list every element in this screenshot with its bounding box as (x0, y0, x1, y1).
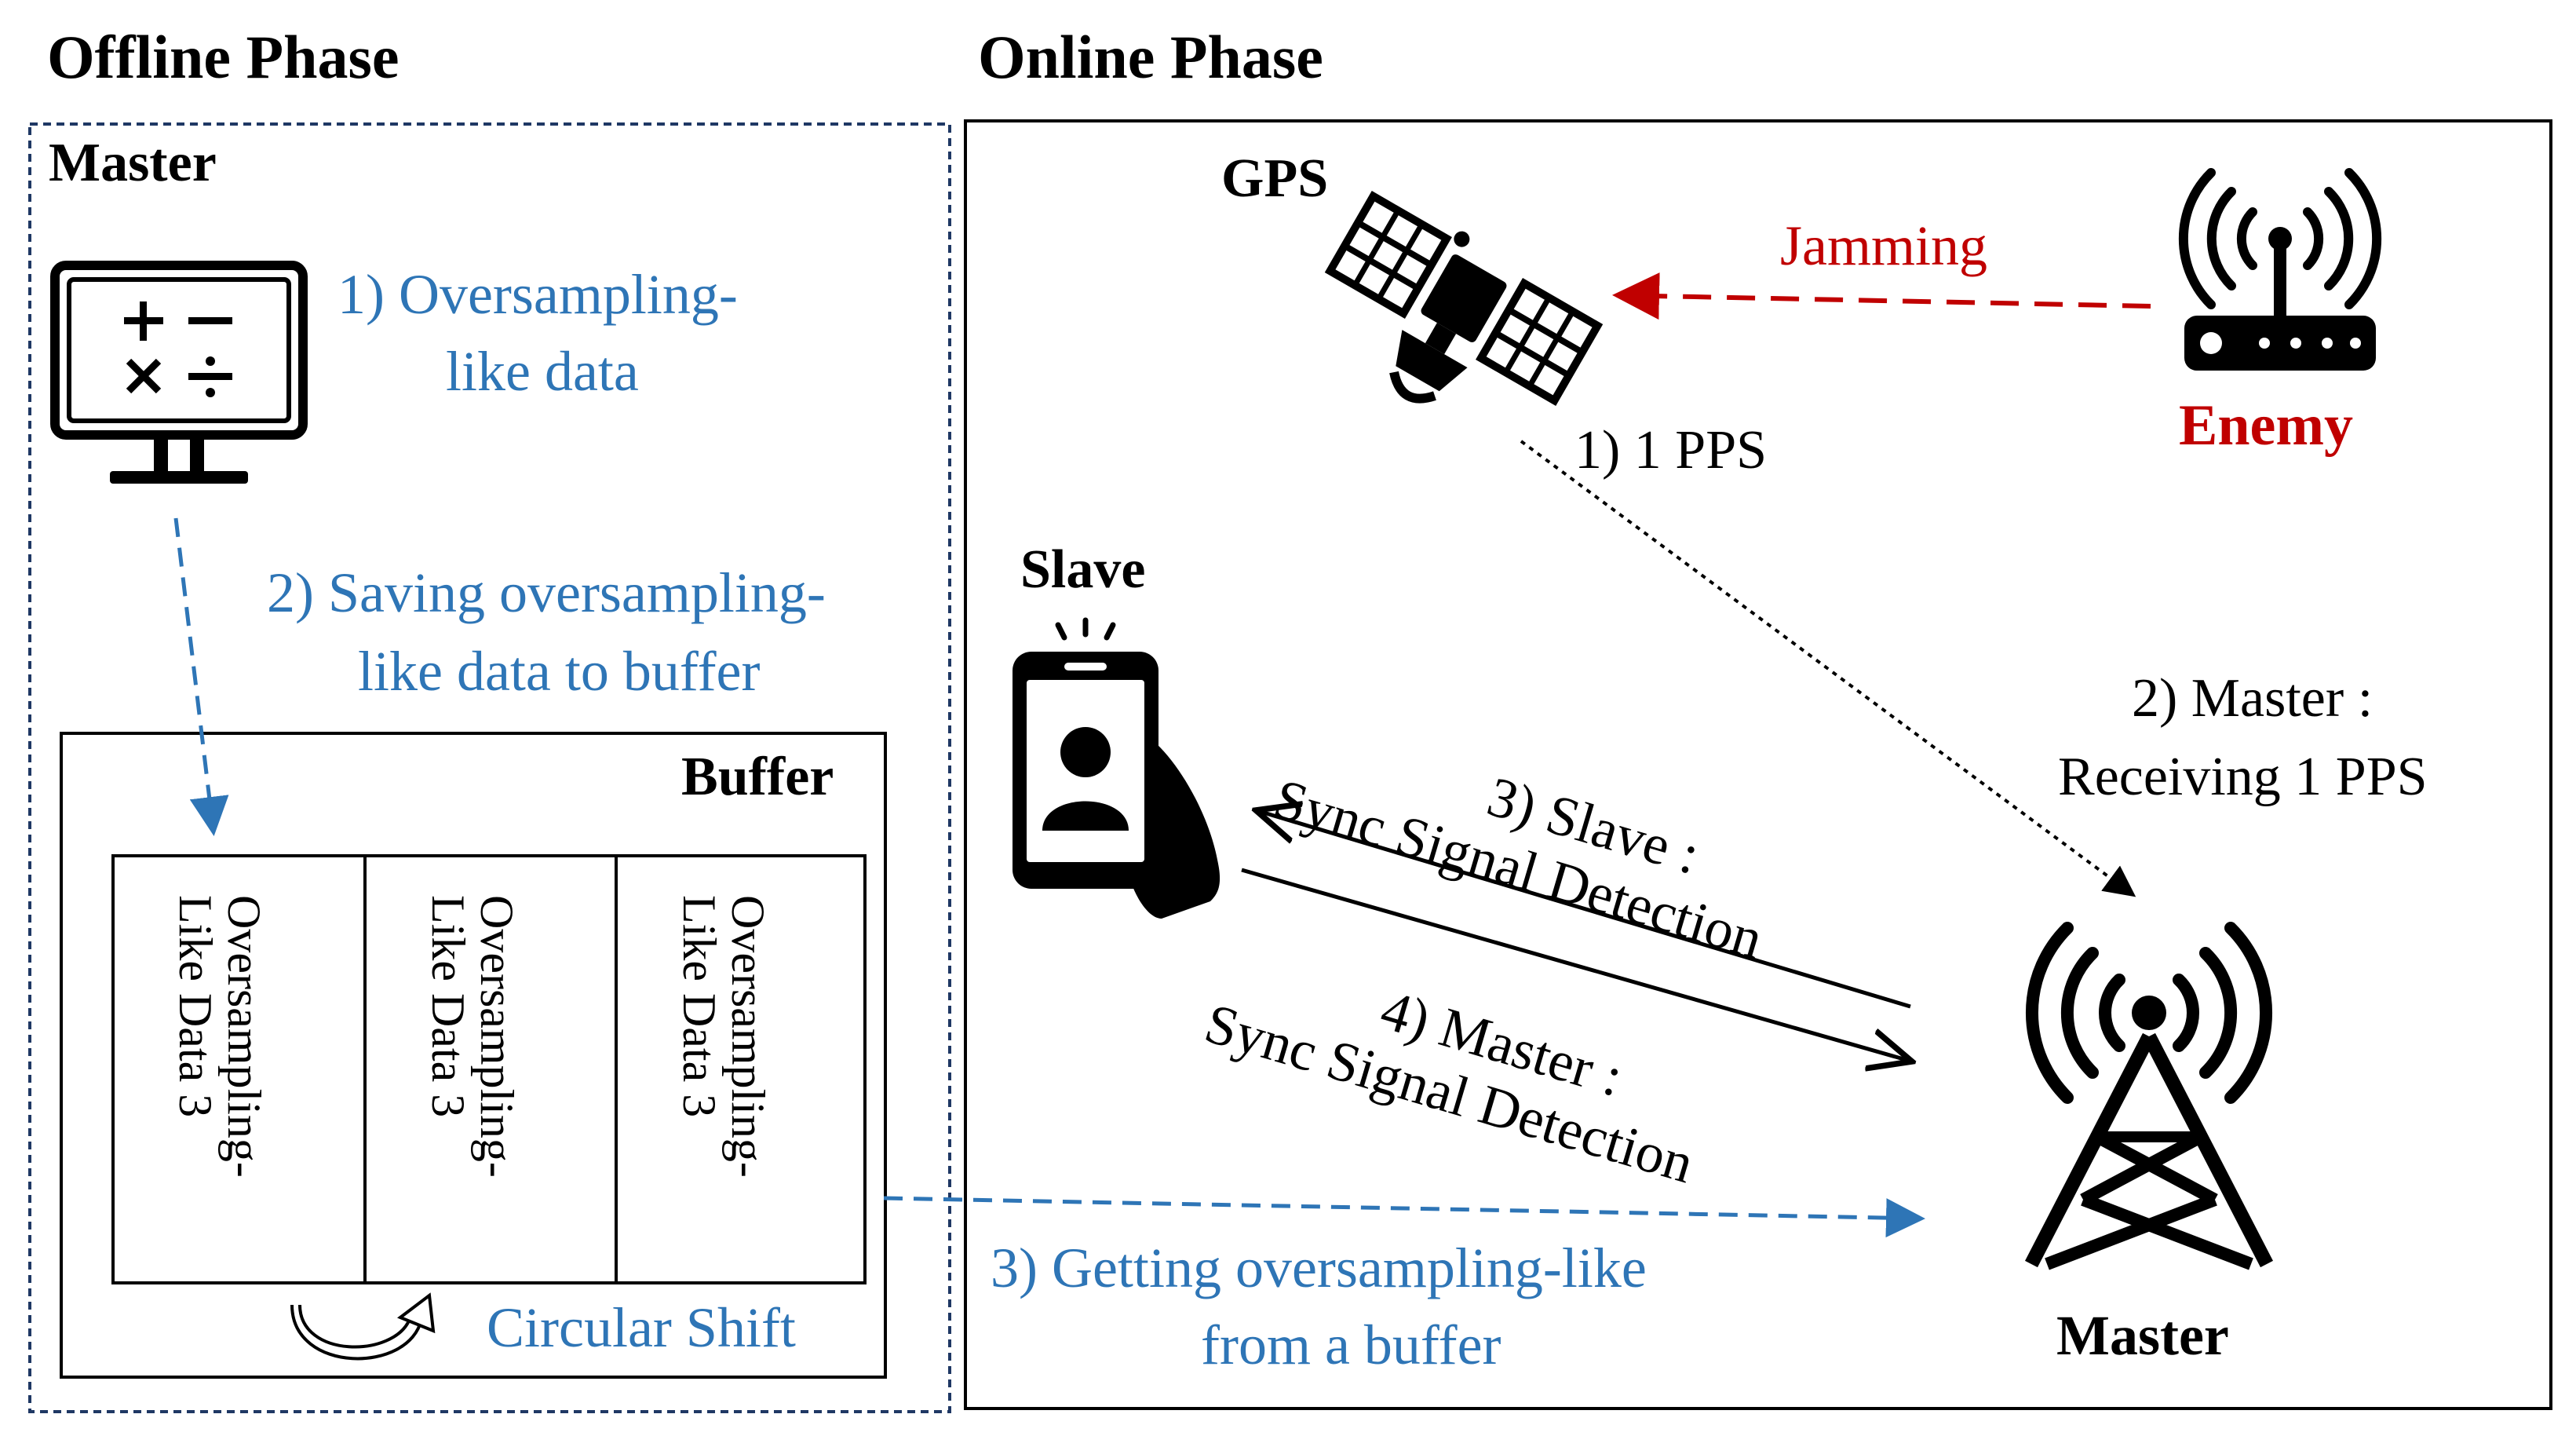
arrow-buffer-to-master (883, 1196, 1925, 1238)
jamming-label: Jamming (1780, 214, 1987, 277)
online-master-label: Master (2056, 1304, 2229, 1367)
buffer-cell-2-text: Oversampling-Like Data 3 (422, 895, 523, 1178)
satellite-icon (1324, 191, 1604, 406)
online-frame (964, 119, 2552, 1410)
arrow-pps (1520, 440, 2136, 897)
master-rx-line1: 2) Master : (2132, 668, 2373, 729)
arrow-computer-to-buffer (173, 517, 229, 836)
circular-shift-label: Circular Shift (487, 1296, 796, 1359)
buffer-cell-1-text: Oversampling-Like Data 3 (170, 895, 270, 1178)
buffer-box (60, 732, 887, 1379)
smartphone-icon (1013, 617, 1220, 919)
getting-line1: 3) Getting oversampling-like (991, 1237, 1647, 1299)
step1-line1: 1) Oversampling- (338, 263, 738, 326)
buffer-cells-frame (111, 854, 867, 1284)
circular-arrow-icon (290, 1292, 436, 1361)
getting-line2: from a buffer (1201, 1314, 1501, 1376)
slave-label: Slave (1020, 539, 1146, 600)
step1-line2: like data (446, 340, 639, 403)
arrow-jamming (1612, 272, 2151, 320)
buffer-label: Buffer (681, 747, 834, 807)
enemy-label: Enemy (2179, 393, 2353, 458)
gps-label: GPS (1221, 148, 1329, 209)
pps-label: 1) 1 PPS (1574, 420, 1768, 480)
online-phase-title: Online Phase (978, 23, 1323, 91)
offline-frame (28, 122, 951, 1413)
arrow-master-sync (1241, 868, 1912, 1061)
offline-phase-title: Offline Phase (47, 23, 400, 91)
buffer-cell-3-text: Oversampling-Like Data 3 (673, 895, 774, 1178)
step2-line1: 2) Saving oversampling- (267, 561, 826, 624)
step2-line2: like data to buffer (358, 640, 761, 703)
computer-calculator-icon (50, 261, 308, 484)
offline-master-label: Master (49, 133, 217, 193)
master-rx-line2: Receiving 1 PPS (2058, 747, 2428, 807)
router-icon (2178, 168, 2382, 371)
cell-tower-icon (2025, 922, 2273, 1270)
arrow-slave-sync (1256, 810, 1911, 1009)
